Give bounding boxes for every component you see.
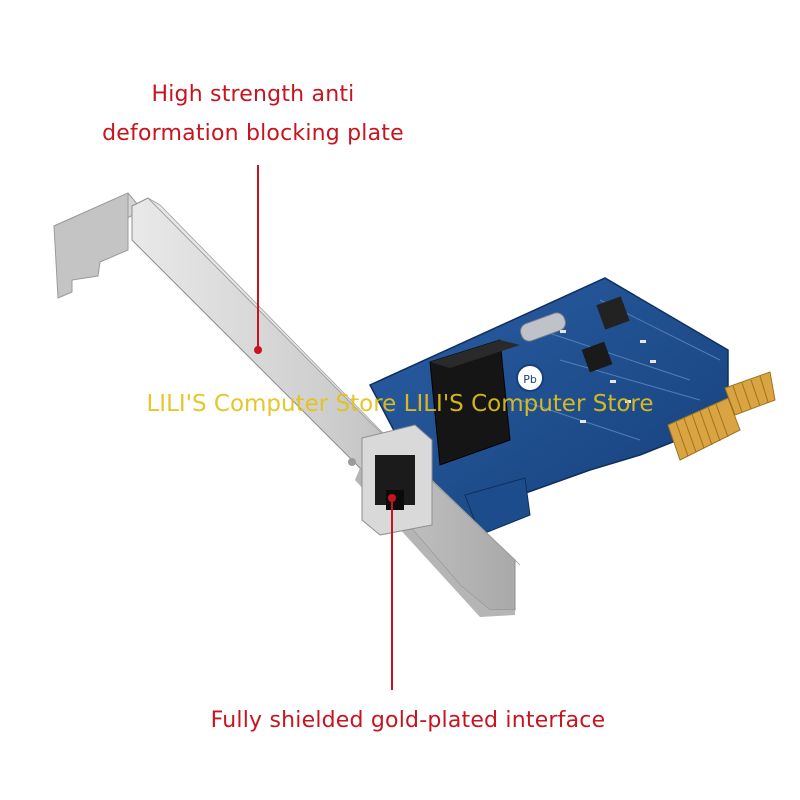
- svg-text:Pb: Pb: [523, 373, 537, 386]
- gold-fingers: [667, 371, 776, 461]
- pcb-board: [368, 277, 729, 536]
- magnetics-block: [429, 339, 520, 466]
- callout-top-line-1: High strength anti: [151, 82, 355, 107]
- callout-bottom: Fully shielded gold-plated interface: [210, 708, 606, 733]
- store-watermark: LILI'S Computer Store LILI'S Computer St…: [146, 391, 654, 417]
- pcb-components: Pb: [516, 296, 656, 423]
- metal-bracket: [52, 192, 521, 617]
- callout-top-line-2: deformation blocking plate: [102, 121, 404, 146]
- callout-pointers: [254, 165, 396, 690]
